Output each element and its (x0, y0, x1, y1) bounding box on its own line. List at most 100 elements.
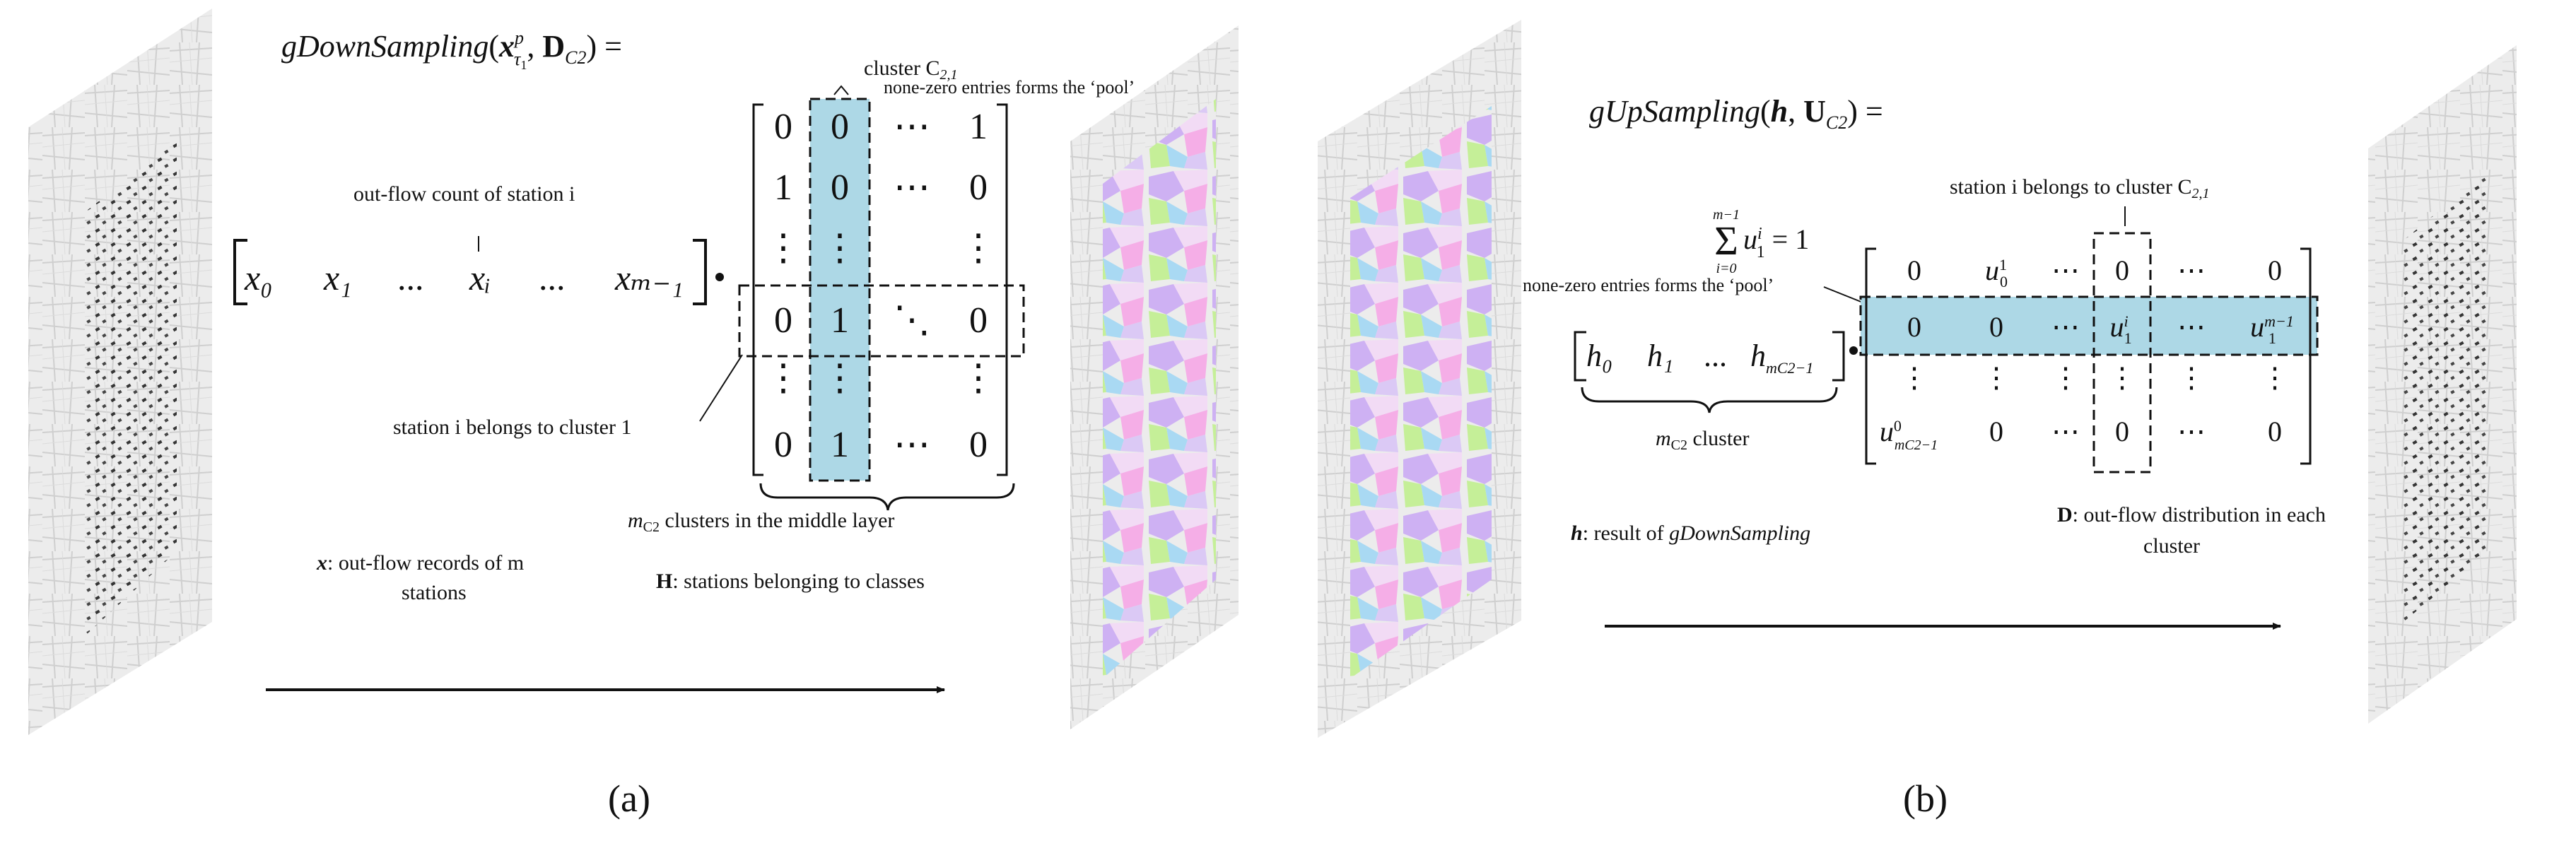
matrix-cell: 1 (831, 300, 849, 341)
highlight-row (1861, 297, 2317, 355)
upsampling-title: gUpSampling(h, UC2) = (1589, 94, 1883, 133)
vector-x: x₀ x₁ ... xᵢ ... xₘ₋₁ (233, 239, 707, 305)
matrix-cell: 0 (2115, 416, 2129, 447)
pool-label-a: none-zero entries forms the ‘pool’ (884, 77, 1135, 98)
matrix-cell: ⋮ (960, 228, 997, 269)
vector-entry: xᵢ (469, 258, 491, 298)
matrix-cell: 0 (2115, 254, 2129, 286)
matrix-cell: ⋯ (894, 107, 930, 147)
matrix-cell: ⋱ (894, 300, 930, 341)
caption-b: (b) (1903, 777, 1948, 820)
matrix-cell: 0 (1989, 311, 2003, 343)
matrix-cell: 0 (774, 425, 792, 465)
matrix-cell: 0 (1907, 254, 1921, 286)
matrix-cell: 1 (969, 107, 988, 147)
highlight-column (810, 99, 870, 481)
pool-label-b: none-zero entries forms the ‘pool’ (1523, 275, 1774, 295)
h-entry: ... (1704, 339, 1727, 373)
matrix-cell: ⋮ (1900, 362, 1928, 394)
dot-operator-a (715, 273, 724, 281)
matrix-cell: ⋮ (960, 358, 997, 399)
dashed-column-box-b (2092, 232, 2152, 473)
cluster-pointer-a (833, 85, 849, 95)
h-entry: h₁ (1647, 339, 1673, 373)
vector-h: h₀ h₁ ... hmC2−1 (1574, 331, 1845, 382)
matrix-cell: 0 (2268, 254, 2282, 286)
matrix-cell: ⋯ (2051, 416, 2080, 447)
matrix-cell: 0 (774, 107, 792, 147)
matrix-cell: ⋯ (894, 167, 930, 208)
svg-text:Σ: Σ (1714, 218, 1738, 264)
vector-entry: xₘ₋₁ (614, 258, 684, 298)
left-map-stations (28, 8, 212, 735)
matrix-cell: ⋮ (2261, 362, 2289, 394)
clustered-map-b (1318, 20, 1521, 738)
matrix-cell: ⋯ (2051, 311, 2080, 343)
pool-pointer-b (1823, 286, 1867, 305)
matrix-cell: ⋯ (2177, 311, 2206, 343)
matrix-cell: ⋯ (894, 425, 930, 465)
belongs-pointer (699, 354, 743, 422)
dot-operator-b (1849, 346, 1858, 355)
matrix-cell: ⋮ (765, 358, 802, 399)
matrix-cell: ⋮ (2051, 362, 2080, 394)
vector-entry: ... (539, 258, 566, 298)
matrix-cell: ⋯ (2177, 254, 2206, 286)
matrix-cell: 0 (2268, 416, 2282, 447)
matrix-cell: 0 (969, 300, 988, 341)
svg-text:m−1: m−1 (1713, 207, 1740, 223)
matrix-cell: 0 (831, 167, 849, 208)
h-description-b: h: result of gDownSampling (1571, 522, 1810, 545)
d-description: D: out-flow distribution in each (2057, 503, 2326, 526)
station-belongs-label: station i belongs to cluster C2,1 (1950, 175, 2209, 201)
matrix-cell: ⋮ (765, 228, 802, 269)
matrix-cell: 0 (1907, 311, 1921, 343)
cluster-brace-b (1581, 387, 1838, 413)
right-map-stations (2368, 45, 2517, 724)
dashed-row-box (738, 284, 1025, 358)
matrix-cell: 0 (774, 300, 792, 341)
outflow-label: out-flow count of station i (353, 182, 575, 206)
matrix-cell: ⋮ (821, 228, 858, 269)
caption-a: (a) (608, 777, 650, 820)
h-entry: hmC2−1 (1750, 339, 1813, 377)
matrix-cell: 0 (969, 167, 988, 208)
h-entry: h₀ (1586, 339, 1612, 373)
svg-text:ui1 = 1: ui1 = 1 (1743, 223, 1809, 261)
x-description: x: out-flow records of m (316, 551, 524, 575)
vector-entry: x₁ (323, 258, 352, 298)
h-description-a: H: stations belonging to classes (656, 570, 925, 593)
matrix-cell: 0 (831, 107, 849, 147)
matrix-cell: ⋮ (2177, 362, 2206, 394)
dashed-column-box (809, 98, 871, 482)
belongs-label: station i belongs to cluster 1 (393, 416, 631, 439)
matrix-cell: ⋮ (821, 358, 858, 399)
vector-entry: ... (397, 258, 424, 298)
cluster-brace-label: mC2 cluster (1656, 427, 1749, 453)
clustered-map-a (1070, 25, 1239, 729)
d-description-line2: cluster (2143, 534, 2200, 558)
dashed-row-box-b (1859, 295, 2319, 356)
matrix-cell: 1 (774, 167, 792, 208)
matrix-cell: ⋯ (2177, 416, 2206, 447)
matrix-cell: ⋯ (2051, 254, 2080, 286)
cluster-c21-label: cluster C2,1 (864, 57, 957, 83)
matrix-cell: ⋮ (1982, 362, 2010, 394)
matrix-cell: 0 (1989, 416, 2003, 447)
clusters-label-a: mC2 clusters in the middle layer (628, 509, 894, 535)
x-description-line2: stations (402, 581, 467, 604)
svg-text:i=0: i=0 (1716, 261, 1736, 276)
vector-entry: x₀ (244, 258, 273, 298)
matrix-cell: ⋮ (2108, 362, 2136, 394)
matrix-cell: 1 (831, 425, 849, 465)
matrix-cell: 0 (969, 425, 988, 465)
panel-b: gUpSampling(h, UC2) = station i belongs … (1318, 20, 2517, 820)
